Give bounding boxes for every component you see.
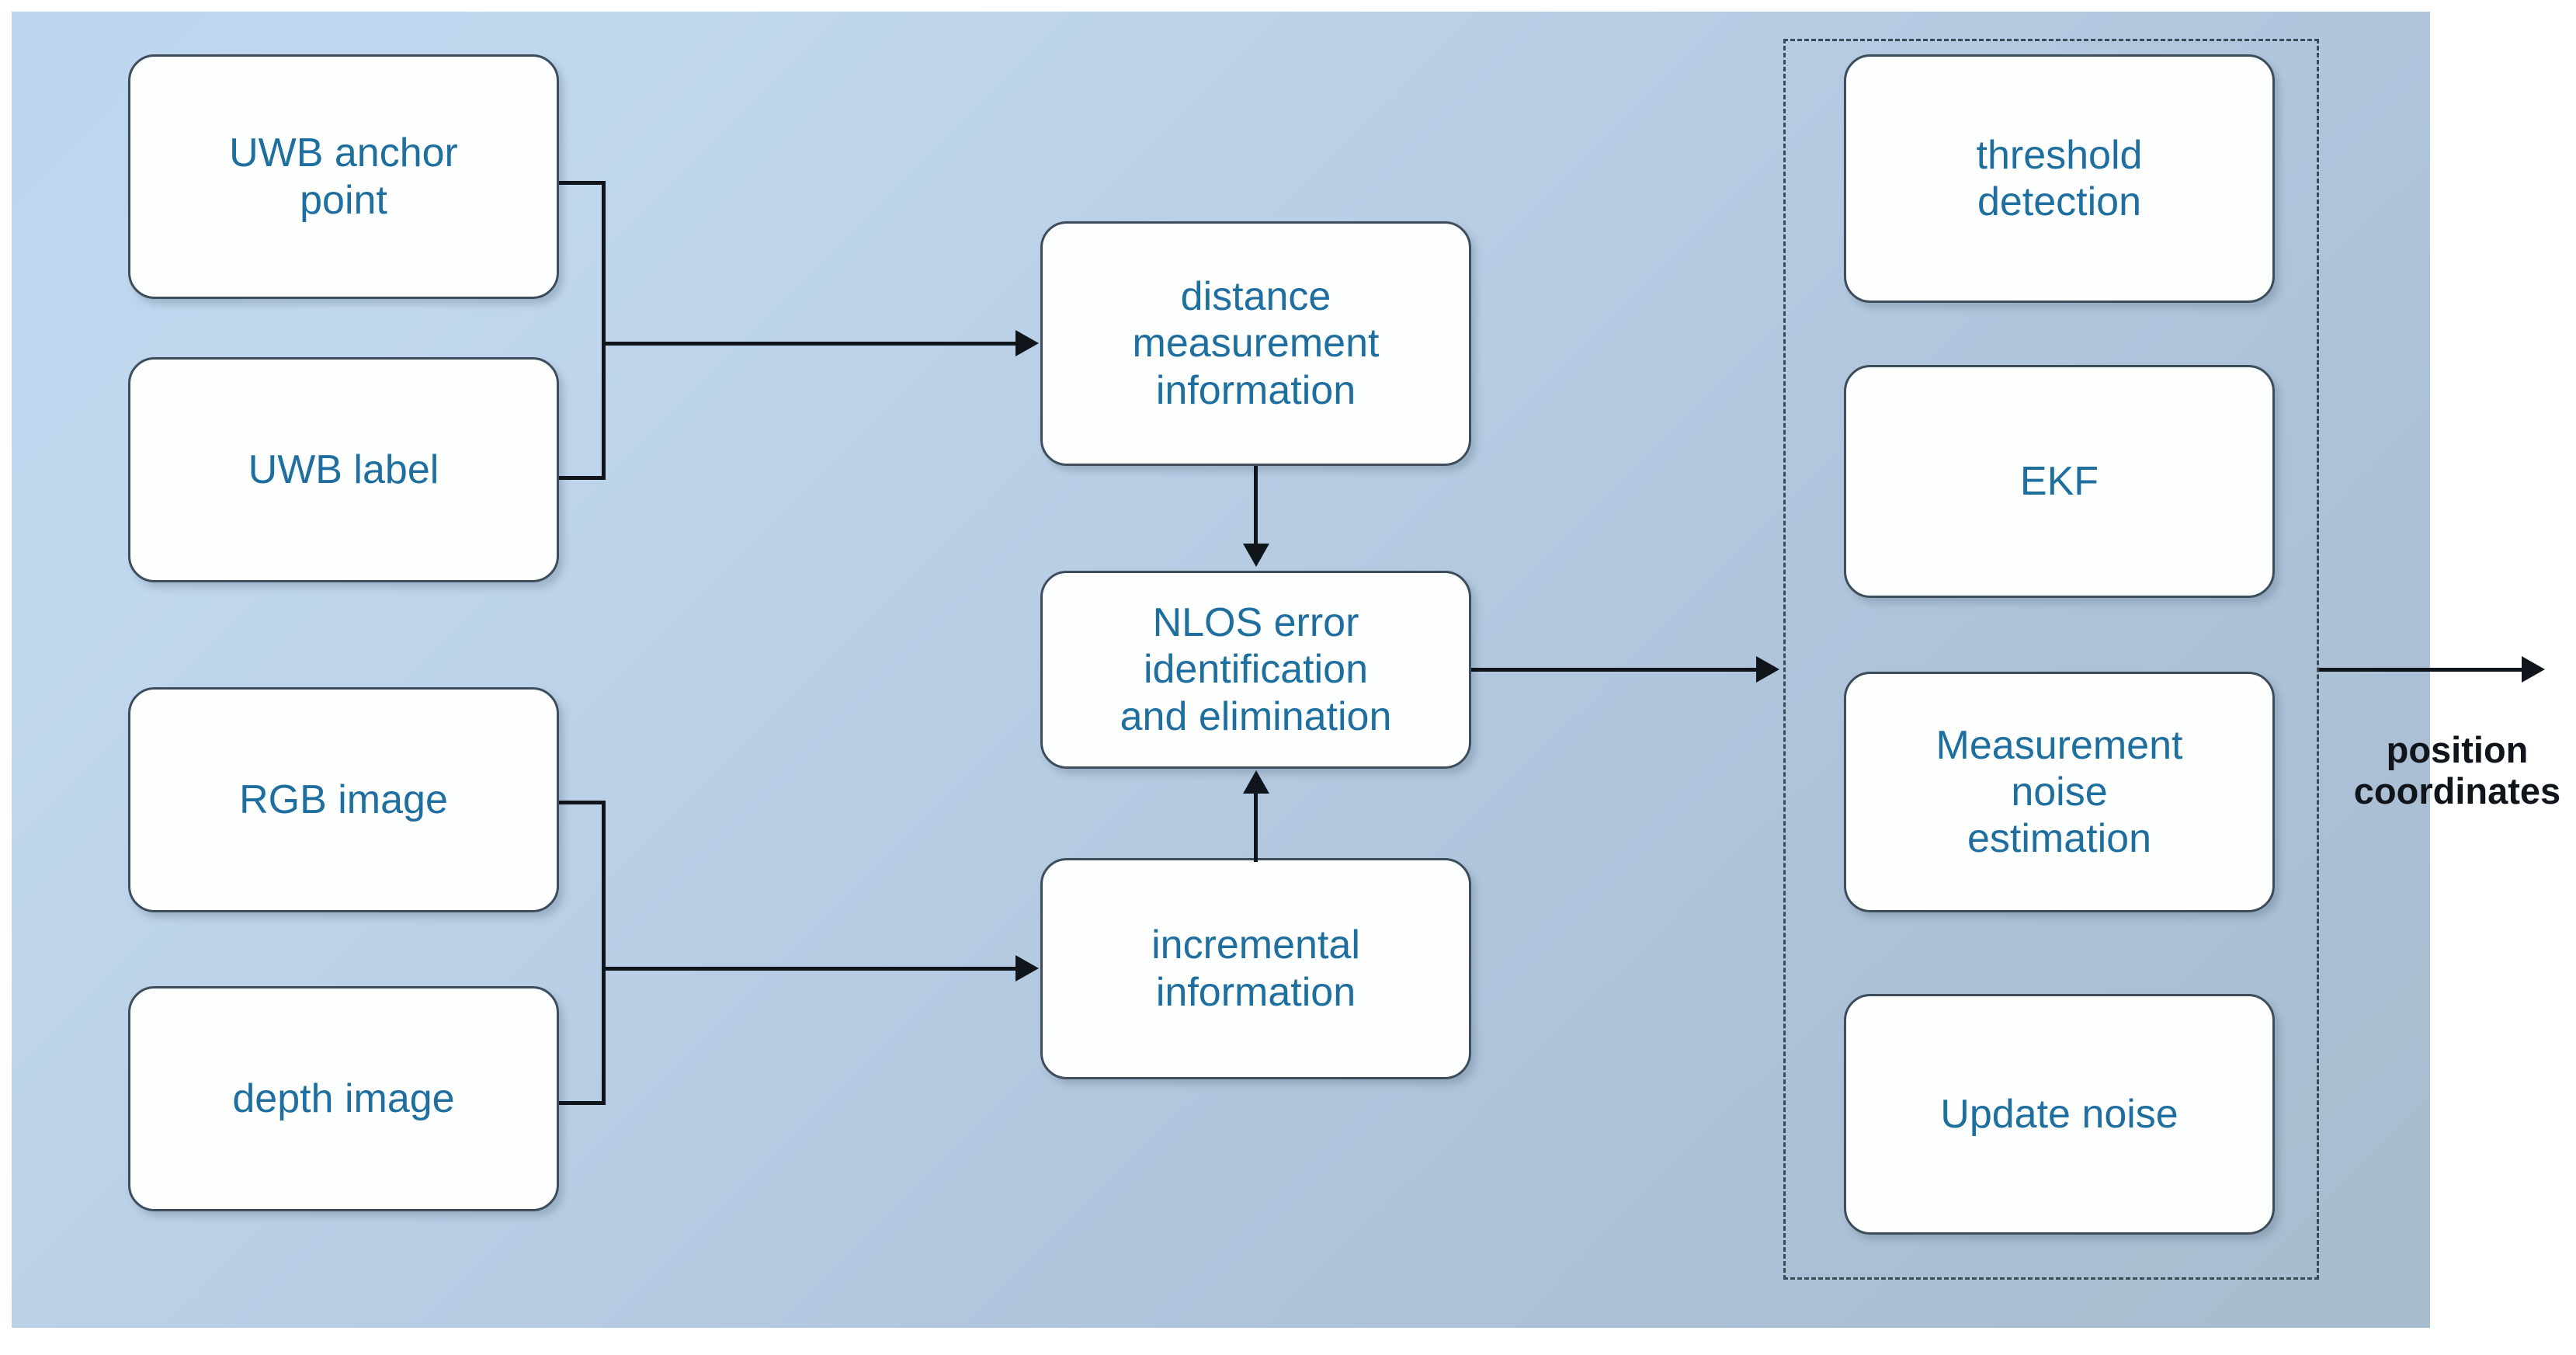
edge-filtergroup-to-output-arrowhead: [2522, 656, 2545, 683]
edge-depth-image-stub: [559, 1101, 606, 1105]
node-ekf-line-1: EKF: [2019, 458, 2099, 504]
edge-images-to-incremental-line: [602, 967, 1017, 971]
edge-incremental-to-nlos-line: [1254, 792, 1258, 862]
edge-uwb-to-distance-arrowhead: [1015, 330, 1039, 356]
edge-nlos-to-filtergroup-arrowhead: [1756, 656, 1779, 683]
edge-incremental-to-nlos-arrowhead: [1243, 770, 1269, 794]
node-rgb-image[interactable]: RGB image: [128, 687, 559, 912]
node-incremental-information-line-2: information: [1155, 969, 1356, 1015]
edge-uwb-bracket-vertical: [602, 181, 606, 480]
edge-distance-to-nlos-line: [1254, 466, 1258, 547]
node-uwb-label-line-1: UWB label: [248, 446, 439, 492]
output-label-line-2: coordinates: [2353, 770, 2561, 811]
edge-distance-to-nlos-arrowhead: [1243, 544, 1269, 567]
output-label-position-coordinates: position coordinates: [2345, 729, 2570, 811]
node-distance-measurement-information-line-1: distance: [1180, 274, 1331, 320]
node-distance-measurement-information-line-3: information: [1155, 367, 1356, 413]
edge-uwb-label-stub: [559, 476, 606, 480]
node-depth-image[interactable]: depth image: [128, 986, 559, 1211]
node-threshold-detection[interactable]: threshold detection: [1844, 54, 2275, 303]
node-uwb-anchor-point-line-1: UWB anchor: [229, 130, 458, 176]
node-nlos-line-1: NLOS error: [1152, 600, 1359, 646]
node-distance-measurement-information-line-2: measurement: [1132, 321, 1380, 367]
node-update-noise[interactable]: Update noise: [1844, 994, 2275, 1235]
node-nlos-line-2: identification: [1143, 647, 1369, 693]
edge-filtergroup-to-output-line: [2319, 668, 2525, 672]
node-rgb-image-line-1: RGB image: [239, 777, 448, 822]
edge-nlos-to-filtergroup-line: [1471, 668, 1758, 672]
node-measurement-noise-estimation-line-1: Measurement: [1935, 722, 2183, 768]
node-ekf[interactable]: EKF: [1844, 365, 2275, 598]
edge-uwb-anchor-stub: [559, 181, 606, 185]
node-uwb-anchor-point[interactable]: UWB anchor point: [128, 54, 559, 299]
node-threshold-detection-line-1: threshold: [1976, 132, 2143, 178]
node-uwb-anchor-point-line-2: point: [300, 177, 387, 223]
edge-uwb-to-distance-line: [602, 342, 1017, 346]
node-uwb-label[interactable]: UWB label: [128, 357, 559, 582]
output-label-line-1: position: [2386, 729, 2529, 770]
node-nlos-line-3: and elimination: [1120, 693, 1392, 739]
edge-image-bracket-vertical: [602, 801, 606, 1105]
ekf-filter-group-boundary: [1783, 39, 2319, 1280]
node-update-noise-line-1: Update noise: [1940, 1091, 2178, 1137]
node-measurement-noise-estimation[interactable]: Measurement noise estimation: [1844, 672, 2275, 912]
node-measurement-noise-estimation-line-2: noise: [2011, 769, 2108, 815]
node-distance-measurement-information[interactable]: distance measurement information: [1040, 221, 1471, 466]
node-threshold-detection-line-2: detection: [1977, 179, 2142, 224]
node-incremental-information-line-1: incremental: [1151, 922, 1360, 968]
edge-rgb-image-stub: [559, 801, 606, 804]
node-incremental-information[interactable]: incremental information: [1040, 858, 1471, 1079]
node-depth-image-line-1: depth image: [232, 1075, 455, 1121]
node-nlos-error-identification-and-elimination[interactable]: NLOS error identification and eliminatio…: [1040, 571, 1471, 769]
node-measurement-noise-estimation-line-3: estimation: [1967, 816, 2151, 862]
edge-images-to-incremental-arrowhead: [1015, 955, 1039, 982]
